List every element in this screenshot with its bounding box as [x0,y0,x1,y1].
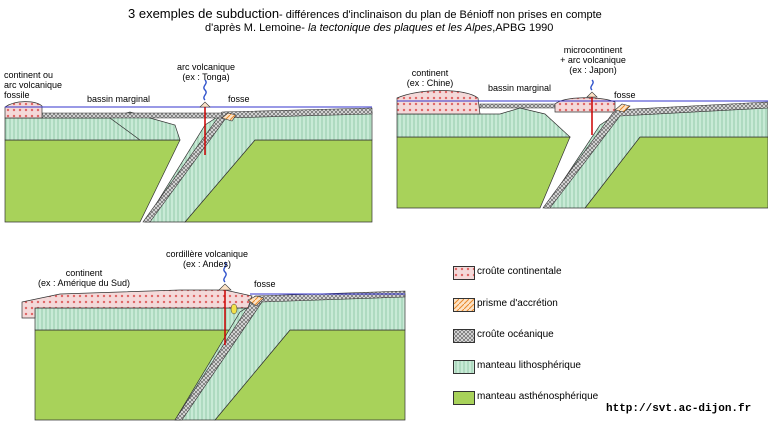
credit-prefix: d'après M. Lemoine- [205,22,308,34]
d3-slab-litho [174,293,406,421]
d3-volcano-cone [218,283,232,291]
d1-arc-line1: arc volcanique [176,62,236,72]
d3-slab-crust [174,290,406,421]
legend-swatch-astheno [453,391,475,405]
d3-continent-label: continent (ex : Amérique du Sud) [32,268,136,288]
d2-continent-line2: (ex : Chine) [406,78,454,88]
d2-volcano-cone [586,91,598,98]
d2-micro-line3: (ex : Japon) [569,65,617,75]
title-main: 3 exemples de subduction [128,6,280,21]
legend-label-prism: prisme d'accrétion [477,298,558,309]
d2-volcano-plume [590,79,594,91]
legend-label-oceanic: croûte océanique [477,329,554,340]
d2-oceanic-crust [479,103,556,109]
d2-slab-crust [542,101,768,209]
credit-line: d'après M. Lemoine- la tectonique des pl… [205,22,553,34]
diagram-1 [4,79,373,223]
d1-continent-line3: fossile [4,90,30,100]
d3-volcano-plume [223,261,227,283]
d2-bassin-label: bassin marginal [488,83,552,93]
diagram-2 [396,79,768,209]
title-line: 3 exemples de subduction- différences d'… [128,6,602,21]
d3-prism [247,295,265,307]
legend-swatch-oceanic [453,329,475,343]
d3-cordillere-line2: (ex : Andes) [182,259,232,269]
d3-cordillere-line1: cordillère volcanique [165,249,249,259]
d1-prism [221,112,237,122]
legend-label-litho: manteau lithosphérique [477,360,581,371]
d1-slab-litho [144,111,373,223]
d2-micro-line1: microcontinent [563,45,623,55]
d1-litho-mound [109,111,181,141]
d2-litho-left [396,107,571,138]
d1-continent-line2: arc volcanique [4,80,63,90]
d2-micro-label: microcontinent + arc volcanique (ex : Ja… [554,45,632,75]
d2-fosse-label: fosse [614,90,636,100]
d3-cordillere-label: cordillère volcanique (ex : Andes) [160,249,254,269]
d1-continent-line1: continent ou [4,70,54,80]
legend-swatch-continental [453,266,475,280]
d1-volcano-cone [199,101,211,108]
d1-continent [4,101,43,119]
source-url[interactable]: http://svt.ac-dijon.fr [606,403,752,415]
d3-continent-line2: (ex : Amérique du Sud) [37,278,131,288]
d2-continent-label: continent (ex : Chine) [400,68,460,88]
d2-continent [396,90,481,115]
d1-continent-label: continent ou arc volcanique fossile [4,70,62,100]
credit-suffix: ,APBG 1990 [492,22,554,34]
title-rest: - différences d'inclinaison du plan de B… [279,9,602,21]
d2-prism [614,103,631,113]
d2-asthenosphere [396,136,571,209]
diagram-3 [21,261,406,421]
legend-label-continental: croûte continentale [477,266,562,277]
credit-italic: la tectonique des plaques et les Alpes [307,22,493,34]
d3-continent-line1: continent [65,268,103,278]
d1-oceanic-crust [41,112,223,119]
d3-litho-left [34,307,249,331]
d2-microcontinent [554,97,616,113]
d3-continent [21,289,253,319]
d3-pluton [230,303,238,315]
d1-arc-label: arc volcanique (ex : Tonga) [168,62,244,82]
d2-continent-line1: continent [411,68,449,78]
d1-bassin-label: bassin marginal [87,94,151,104]
d2-micro-line2: + arc volcanique [560,55,626,65]
d3-fosse-label: fosse [254,279,276,289]
legend-swatch-prism [453,298,475,312]
legend-label-astheno: manteau asthénosphérique [477,391,599,402]
d1-fosse-label: fosse [228,94,250,104]
d1-volcano-plume [203,79,207,101]
d1-arc-line2: (ex : Tonga) [182,72,230,82]
legend-swatch-litho [453,360,475,374]
